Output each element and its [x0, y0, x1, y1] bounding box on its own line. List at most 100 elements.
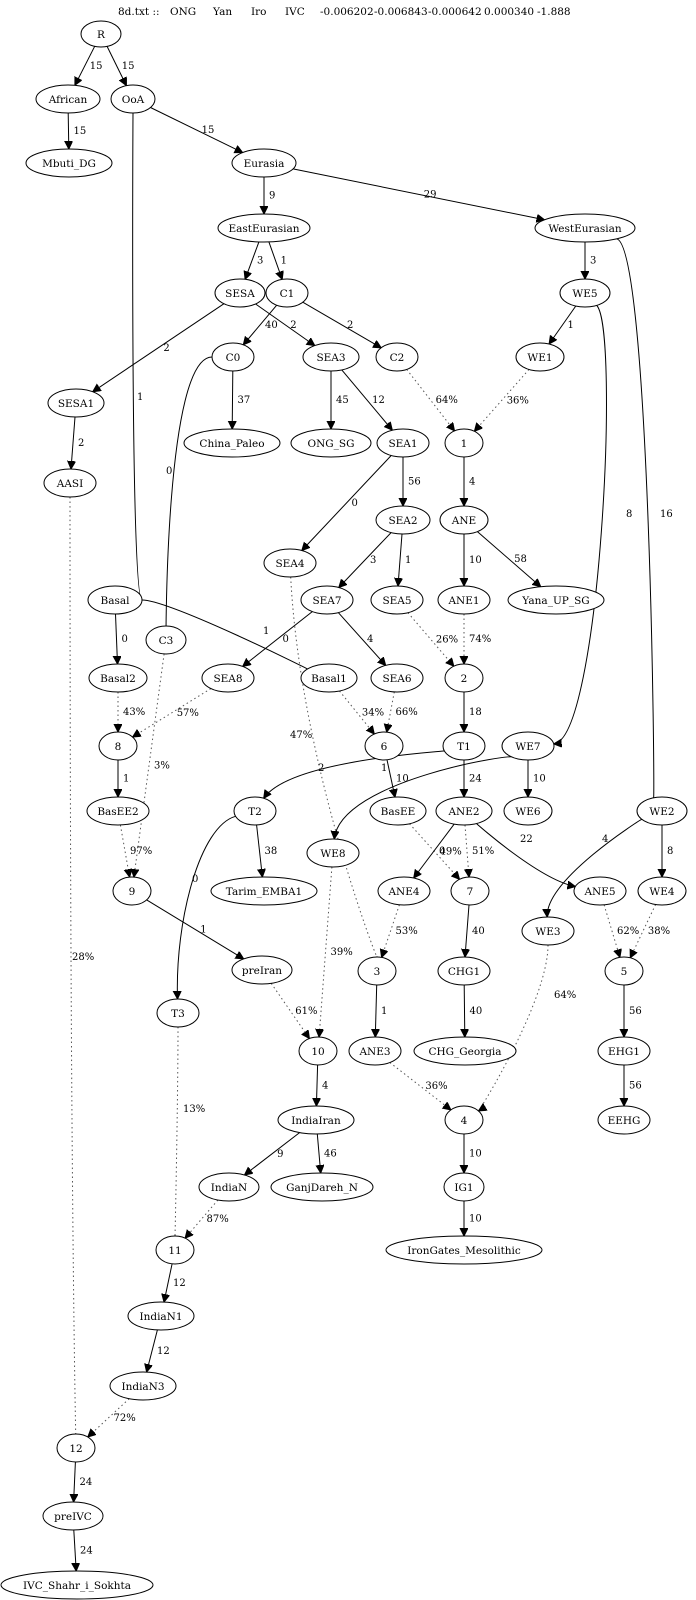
node-ellipse [145, 625, 187, 655]
node-ehg1: EHG1 [597, 1036, 651, 1066]
node-label: WE3 [535, 926, 560, 938]
edge-label: 39% [331, 947, 353, 958]
edge-label: 4 [469, 477, 475, 488]
node-n9: 9 [112, 876, 152, 906]
node-ane5: ANE5 [573, 876, 627, 906]
node-ellipse [42, 1501, 104, 1531]
node-ellipse [306, 838, 360, 868]
node-ellipse [377, 876, 431, 906]
node-n4: 4 [444, 1105, 484, 1135]
edge-sea5-to-n2 [407, 612, 454, 667]
edge-ane2-to-ane4 [414, 823, 455, 878]
edge-r-to-african [75, 46, 96, 85]
edge-sea3-to-sea1 [341, 369, 393, 430]
edge-ooa-to-basal [132, 112, 142, 600]
edge-we4-to-n5 [630, 904, 657, 958]
header-item: -0.000642 [428, 6, 482, 18]
node-we7: WE7 [501, 731, 555, 761]
node-indiairan: IndiaIran [277, 1105, 355, 1135]
node-ellipse [604, 956, 644, 986]
node-label: ANE1 [447, 595, 479, 607]
node-ellipse [300, 585, 354, 615]
edge-label: 9 [277, 1149, 283, 1160]
node-ellipse [443, 1172, 485, 1202]
edge-label: 8 [626, 509, 632, 520]
node-label: OoA [122, 94, 145, 106]
node-we4: WE4 [637, 876, 687, 906]
node-c1: C1 [265, 278, 309, 308]
node-label: 1 [461, 438, 468, 450]
edge-westeurasian-to-we2 [616, 238, 654, 798]
node-label: 9 [129, 886, 136, 898]
edge-c0-to-china-paleo [232, 370, 233, 429]
header-item: IVC [285, 6, 305, 18]
node-label: SEA2 [388, 515, 417, 527]
node-label: Basal [101, 595, 131, 607]
node-indian: IndiaN [198, 1172, 260, 1202]
header-item: -0.006202 [320, 6, 374, 18]
node-indian3: IndiaN3 [109, 1371, 177, 1401]
node-ellipse [439, 505, 489, 535]
node-label: BasEE2 [97, 806, 138, 818]
edge-label: 87% [207, 1214, 229, 1225]
node-ellipse [86, 796, 150, 826]
node-ellipse [109, 1371, 177, 1401]
edge-label: 8 [667, 846, 673, 857]
node-label: WE5 [572, 288, 597, 300]
node-ellipse [231, 148, 297, 178]
node-ellipse [437, 585, 491, 615]
node-label: 7 [467, 886, 474, 898]
node-ellipse [265, 278, 309, 308]
edge-label: 12 [372, 395, 385, 406]
node-african: African [35, 84, 101, 114]
edge-label: 56 [629, 1006, 642, 1017]
node-ellipse [300, 663, 358, 693]
node-label: 5 [621, 966, 628, 978]
edge-n6-to-basee [386, 759, 395, 797]
node-label: African [48, 94, 88, 106]
node-label: ANE2 [447, 806, 479, 818]
node-ellipse [214, 278, 266, 308]
node-ellipse [43, 468, 97, 498]
edge-label: 38% [648, 926, 670, 937]
node-label: SEA1 [388, 438, 417, 450]
node-eurasia: Eurasia [231, 148, 297, 178]
node-ellipse [290, 428, 372, 458]
node-label: 2 [461, 673, 468, 685]
edge-label: 37 [238, 395, 251, 406]
edge-label: 34% [362, 708, 384, 719]
edge-label: 10 [469, 1149, 482, 1160]
edge-label: 64% [554, 990, 576, 1001]
node-ellipse [385, 1235, 543, 1265]
node-ellipse [597, 1036, 651, 1066]
node-n8: 8 [98, 731, 138, 761]
node-ellipse [364, 731, 404, 761]
edge-label: 1 [200, 924, 206, 935]
node-ellipse [217, 213, 311, 243]
edge-layer [68, 46, 662, 1571]
edge-label: 56 [408, 477, 421, 488]
node-label: SEA4 [275, 558, 304, 570]
node-sea2: SEA2 [375, 505, 431, 535]
node-sesa1: SESA1 [47, 388, 105, 418]
node-n10: 10 [298, 1036, 338, 1066]
edge-label: 18 [469, 707, 482, 718]
node-ong-sg: ONG_SG [290, 428, 372, 458]
node-we5: WE5 [559, 278, 611, 308]
node-label: SESA1 [58, 398, 94, 410]
node-label: WE8 [320, 848, 345, 860]
edge-label: 0 [122, 634, 128, 645]
edge-label: 56 [629, 1081, 642, 1092]
node-label: 10 [311, 1046, 324, 1058]
edge-label: 40 [265, 320, 278, 331]
edge-label: 4 [322, 1081, 328, 1092]
node-ellipse [444, 1105, 484, 1135]
edge-label: 62% [617, 926, 639, 937]
node-ellipse [201, 663, 255, 693]
node-label: IndiaIran [291, 1115, 341, 1127]
node-ellipse [198, 1172, 260, 1202]
edge-label: 3% [154, 761, 170, 772]
node-label: IndiaN [211, 1182, 247, 1194]
node-ganjdareh-n: GanjDareh_N [270, 1172, 374, 1202]
node-label: SEA8 [213, 673, 242, 685]
